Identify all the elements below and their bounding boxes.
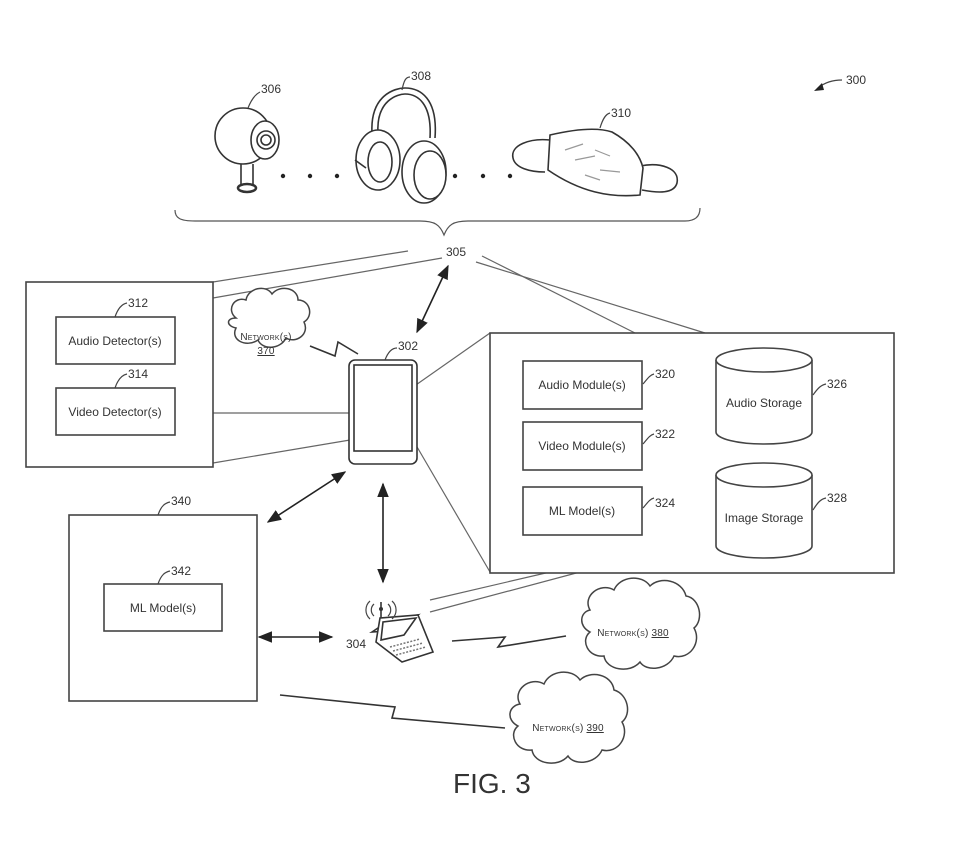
group-brace-305 [174, 207, 701, 237]
ref-304: 304 [346, 637, 366, 651]
ref-314: 314 [128, 367, 148, 381]
arrow-305-phone [416, 264, 449, 334]
server-ml-model-label: ML Model(s) [130, 601, 196, 615]
ref-342: 342 [171, 564, 191, 578]
ref-326: 326 [827, 377, 847, 391]
ref-312: 312 [128, 296, 148, 310]
ref-302: 302 [398, 339, 418, 353]
network-cloud-390: Network(s) 390 [509, 671, 629, 764]
mobile-phone-icon [348, 359, 418, 465]
webcam-icon [214, 107, 280, 194]
ref-310: 310 [611, 106, 631, 120]
figure-ref-300: 300 [814, 73, 866, 91]
audio-storage-label: Audio Storage [726, 396, 802, 410]
headphones-icon [354, 87, 447, 204]
ref-305: 305 [446, 245, 466, 259]
ref-328: 328 [827, 491, 847, 505]
audio-module-label: Audio Module(s) [538, 378, 625, 392]
video-module-label: Video Module(s) [538, 439, 625, 453]
video-module-box [522, 421, 643, 471]
ref-306: 306 [261, 82, 281, 96]
video-detector-label: Video Detector(s) [68, 405, 161, 419]
figure-label: FIG. 3 [453, 768, 531, 799]
ref-300-arrowhead [814, 83, 824, 91]
ellipsis-dots-left [280, 173, 340, 179]
network-cloud-370: Network(s) 370 [227, 287, 311, 357]
ref-320: 320 [655, 367, 675, 381]
face-mask-icon [512, 128, 678, 197]
ref-322: 322 [655, 427, 675, 441]
ellipsis-dots-right [452, 173, 513, 179]
wireless-link-390 [279, 694, 506, 729]
network-380-ref: 380 [651, 628, 669, 639]
ref-324: 324 [655, 496, 675, 510]
image-storage-label: Image Storage [725, 511, 804, 525]
module-container: Audio Module(s) 320 Video Module(s) 322 … [489, 332, 895, 574]
ml-model-module-box [522, 486, 643, 536]
laptop-icon [365, 600, 435, 663]
network-370-ref: 370 [257, 346, 275, 357]
network-380-label: Network(s) 380 [597, 628, 669, 639]
wireless-link-370 [309, 340, 359, 358]
audio-module-box [522, 360, 643, 410]
network-390-label: Network(s) 390 [532, 723, 604, 734]
audio-detector-label: Audio Detector(s) [68, 334, 161, 348]
network-390-ref: 390 [586, 723, 604, 734]
ref-340: 340 [171, 494, 191, 508]
projection-lines [212, 250, 706, 613]
ml-model-module-label: ML Model(s) [549, 504, 615, 518]
detector-container: Audio Detector(s) 312 Video Detector(s) … [25, 281, 214, 468]
ref-308: 308 [411, 69, 431, 83]
server-container: 340 ML Model(s) 342 [68, 494, 258, 702]
ref-300-label: 300 [846, 73, 866, 87]
network-380-label-text: Network(s) [597, 628, 648, 639]
audio-detector-box [55, 316, 176, 365]
network-cloud-380: Network(s) 380 [581, 577, 701, 670]
wireless-link-380 [451, 635, 567, 649]
server-ml-model-box [103, 583, 223, 632]
video-detector-box [55, 387, 176, 436]
network-370-label: Network(s) [240, 332, 291, 343]
audio-storage-cylinder [715, 347, 813, 445]
network-390-label-text: Network(s) [532, 723, 583, 734]
arrow-phone-server [266, 471, 347, 523]
image-storage-cylinder [715, 462, 813, 559]
